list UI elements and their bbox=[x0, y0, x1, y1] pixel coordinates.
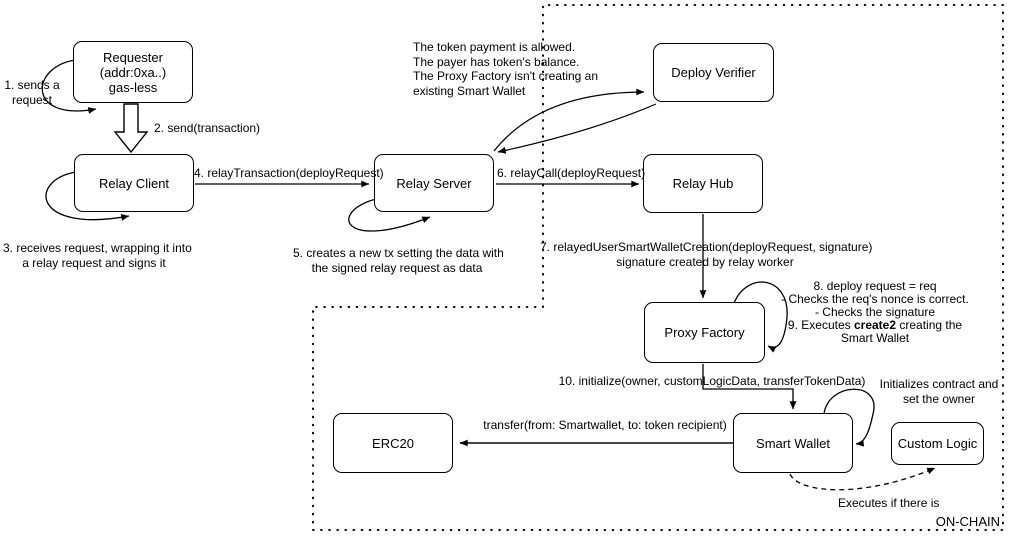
node-erc20: ERC20 bbox=[333, 413, 453, 473]
note-create2-post: creating the bbox=[896, 318, 963, 332]
node-smart-wallet-label: Smart Wallet bbox=[756, 435, 830, 451]
arc-from-deploy-verifier bbox=[497, 103, 657, 154]
loop-smart-wallet-init bbox=[823, 388, 875, 447]
loop-sends-request bbox=[41, 59, 97, 114]
arc-to-deploy-verifier bbox=[493, 88, 645, 152]
note-proxy-checks-line5: Smart Wallet bbox=[840, 331, 910, 345]
note-proxy-checks-line2: - Checks the req's nonce is correct. bbox=[781, 292, 969, 306]
note-initializes-owner: Initializes contract and set the owner bbox=[869, 377, 1009, 406]
note-verifier-checks-line1: The token payment is allowed. bbox=[413, 40, 576, 54]
node-relay-server-label: Relay Server bbox=[396, 175, 472, 191]
note-send-transaction: 2. send(transaction) bbox=[154, 121, 261, 135]
note-verifier-checks-line4: existing Smart Wallet bbox=[413, 83, 526, 98]
node-custom-logic-label: Custom Logic bbox=[897, 436, 978, 451]
note-relayed-creation: 7. relayedUserSmartWalletCreation(deploy… bbox=[540, 240, 873, 269]
node-deploy-verifier-label: Deploy Verifier bbox=[671, 65, 756, 80]
node-custom-logic: Custom Logic bbox=[891, 422, 984, 465]
note-creates-tx-line2: the signed relay request as data bbox=[311, 260, 483, 275]
note-receives-request-line1: 3. receives request, wrapping it into bbox=[3, 241, 192, 255]
note-creates-tx-line1: 5. creates a new tx setting the data wit… bbox=[293, 246, 504, 260]
note-verifier-checks-line3: The Proxy Factory isn't creating an bbox=[413, 69, 599, 84]
node-requester-line3: gas-less bbox=[108, 79, 158, 95]
note-relay-transaction: 4. relayTransaction(deployRequest) bbox=[194, 166, 384, 180]
note-create2-bold: create2 bbox=[853, 318, 897, 332]
note-verifier-checks-line2: The payer has token's balance. bbox=[413, 54, 580, 69]
note-create2-pre: 9. Executes bbox=[787, 318, 854, 332]
node-requester: Requester (addr:0xa..) gas-less bbox=[73, 41, 193, 103]
note-sends-request-line2: request bbox=[11, 92, 53, 107]
node-relay-client-label: Relay Client bbox=[98, 175, 170, 191]
note-transfer: transfer(from: Smartwallet, to: token re… bbox=[483, 418, 727, 432]
note-proxy-checks: 8. deploy request = req - Checks the req… bbox=[755, 280, 995, 345]
note-creates-tx: 5. creates a new tx setting the data wit… bbox=[293, 246, 504, 275]
note-initializes-owner-line1: Initializes contract and bbox=[879, 377, 999, 391]
note-sends-request: 1. sends a request bbox=[0, 78, 64, 107]
node-proxy-factory: Proxy Factory bbox=[644, 302, 765, 363]
note-relay-call: 6. relayCall(deployRequest) bbox=[497, 166, 646, 180]
note-verifier-checks: The token payment is allowed. The payer … bbox=[413, 40, 598, 98]
note-relayed-creation-line1: 7. relayedUserSmartWalletCreation(deploy… bbox=[540, 240, 873, 254]
arrow-send-transaction bbox=[113, 103, 149, 154]
note-receives-request: 3. receives request, wrapping it into a … bbox=[3, 241, 192, 270]
node-deploy-verifier: Deploy Verifier bbox=[653, 43, 774, 102]
note-receives-request-line2: a relay request and signs it bbox=[22, 255, 166, 270]
note-executes-if: Executes if there is bbox=[838, 496, 940, 510]
node-erc20-label: ERC20 bbox=[372, 435, 414, 451]
arc-executes-custom-logic bbox=[789, 467, 936, 491]
node-requester-line1: Requester bbox=[103, 49, 163, 65]
note-relayed-creation-line2: signature created by relay worker bbox=[616, 254, 794, 269]
node-relay-hub-label: Relay Hub bbox=[672, 176, 734, 191]
onchain-boundary bbox=[312, 4, 1004, 531]
onchain-label: ON-CHAIN bbox=[935, 514, 1000, 529]
note-proxy-checks-line1: 8. deploy request = req bbox=[813, 279, 937, 293]
note-initializes-owner-line2: set the owner bbox=[902, 391, 976, 406]
node-proxy-factory-label: Proxy Factory bbox=[664, 325, 745, 340]
node-requester-line2: (addr:0xa..) bbox=[99, 64, 167, 80]
note-proxy-checks-line4: 9. Executes create2 creating the bbox=[755, 319, 995, 332]
node-relay-client: Relay Client bbox=[74, 154, 194, 212]
arrow-initialize bbox=[702, 364, 797, 410]
node-smart-wallet: Smart Wallet bbox=[733, 413, 853, 473]
note-sends-request-line1: 1. sends a bbox=[4, 78, 60, 92]
node-relay-hub: Relay Hub bbox=[643, 154, 763, 213]
loop-wraps-request bbox=[45, 171, 130, 221]
node-relay-server: Relay Server bbox=[374, 154, 494, 212]
note-initialize: 10. initialize(owner, customLogicData, t… bbox=[558, 374, 866, 388]
loop-creates-tx bbox=[348, 198, 431, 232]
loop-proxy-checks bbox=[733, 281, 788, 353]
note-proxy-checks-line3: - Checks the signature bbox=[814, 305, 936, 319]
